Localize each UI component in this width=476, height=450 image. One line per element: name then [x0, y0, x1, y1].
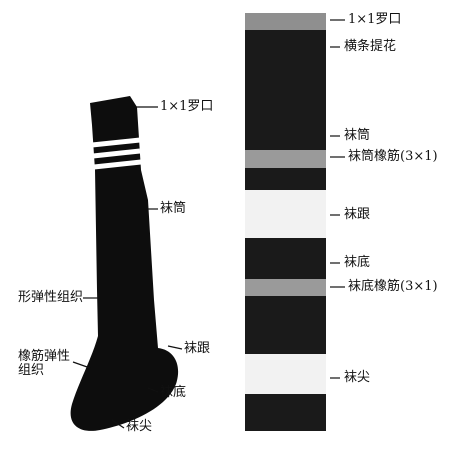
band-jacquard-leg [245, 30, 326, 150]
band-rib [245, 13, 326, 30]
leader-sole [147, 387, 159, 393]
sock-stripe-2 [92, 148, 141, 159]
label-elastic-rib-structure: 橡筋弹性组织 [18, 349, 71, 378]
band-sole-lower [245, 296, 326, 354]
sock-stripe-3 [93, 159, 142, 170]
band-bottom [245, 394, 326, 431]
band-toe [245, 354, 326, 394]
label-heel: 袜跟 [184, 341, 211, 356]
label-leg: 袜筒 [160, 201, 187, 216]
label-rib-top: 1×1罗口 [160, 99, 214, 114]
sock-body [70, 96, 179, 431]
leader-elastic [72, 361, 91, 369]
panel-label-heel: 袜跟 [344, 207, 371, 222]
panel-label-sole: 袜底 [344, 255, 371, 270]
band-leg-lower [245, 168, 326, 190]
panel-label-leg: 袜筒 [344, 128, 371, 143]
panel-label-sole-elastic-rib: 袜底橡筋(3×1) [348, 279, 438, 294]
sock-stripe-1 [91, 137, 141, 148]
band-heel [245, 190, 326, 238]
panel-label-rib: 1×1罗口 [348, 12, 402, 27]
label-toe: 袜尖 [126, 419, 153, 434]
label-shaping-structure: 形弹性组织 [18, 290, 84, 305]
band-sole-elastic [245, 279, 326, 296]
panel-label-leg-elastic-rib: 袜筒橡筋(3×1) [348, 149, 438, 164]
band-leg-elastic [245, 150, 326, 168]
leader-heel [167, 345, 183, 350]
band-sole [245, 238, 326, 279]
panel-label-stripe-jacquard: 横条提花 [344, 39, 397, 54]
leader-toe [111, 419, 125, 429]
label-sole: 袜底 [160, 385, 187, 400]
panel-label-toe: 袜尖 [344, 370, 371, 385]
